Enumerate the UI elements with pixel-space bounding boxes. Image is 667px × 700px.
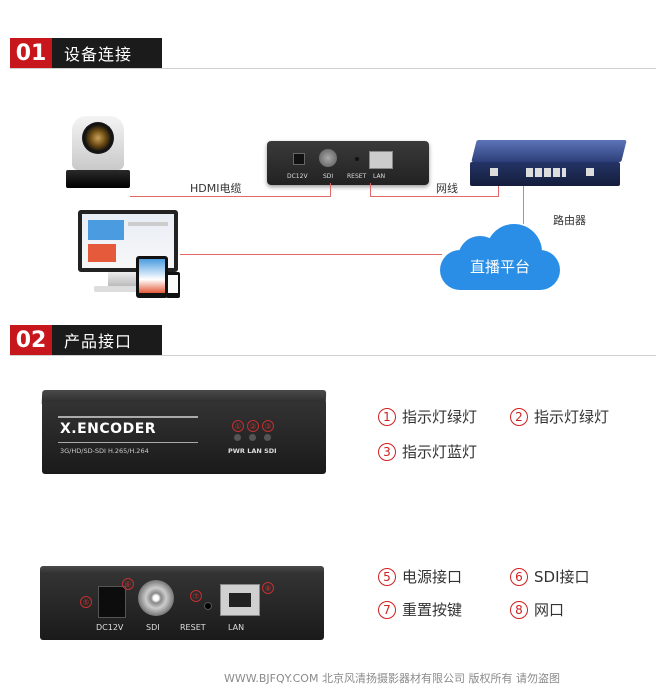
legend-text: 网口 bbox=[534, 601, 565, 619]
legend-number: 1 bbox=[378, 407, 396, 426]
led-number-2: ② bbox=[247, 420, 259, 432]
ptz-camera-image bbox=[66, 112, 130, 192]
lan-port bbox=[220, 584, 260, 616]
sdi-port bbox=[138, 580, 174, 616]
led-number-3: ③ bbox=[262, 420, 274, 432]
port-number-8: ⑧ bbox=[262, 582, 274, 594]
encoder-front-panel: X.ENCODER 3G/HD/SD-SDI H.265/H.264 ① ② ③… bbox=[41, 390, 327, 474]
rear-label-sdi: SDI bbox=[146, 623, 160, 632]
hdmi-cable-label: HDMI电缆 bbox=[190, 182, 242, 195]
legend-text: 指示灯绿灯 bbox=[402, 408, 478, 426]
legend-item-1: 1 指示灯绿灯 bbox=[378, 406, 477, 427]
section-number: 01 bbox=[10, 38, 52, 68]
legend-number: 5 bbox=[378, 567, 396, 586]
port-number-6: ⑥ bbox=[122, 578, 134, 590]
port-label-reset: RESET bbox=[347, 173, 367, 180]
rear-label-reset: RESET bbox=[180, 623, 206, 632]
section-title: 产品接口 bbox=[52, 325, 162, 355]
legend-number: 7 bbox=[378, 600, 396, 619]
front-brand-label: X.ENCODER bbox=[60, 421, 157, 437]
port-number-7: ⑦ bbox=[190, 590, 202, 602]
legend-number: 8 bbox=[510, 600, 528, 619]
encoder-rear-panel: ⑤ ⑥ ⑦ ⑧ DC12V SDI RESET LAN bbox=[40, 566, 324, 640]
hdmi-cable-drop bbox=[330, 183, 331, 197]
encoder-device-image: DC12V SDI RESET LAN bbox=[267, 141, 429, 185]
legend-number: 2 bbox=[510, 407, 528, 426]
led-number-1: ① bbox=[232, 420, 244, 432]
legend-item-8: 8 网口 bbox=[510, 599, 564, 620]
network-cable-label: 网线 bbox=[436, 182, 458, 195]
port-label-lan: LAN bbox=[373, 173, 386, 180]
dc12v-port bbox=[98, 586, 126, 618]
section-header-interfaces: 02 产品接口 bbox=[10, 325, 162, 355]
section-divider bbox=[10, 68, 656, 69]
legend-text: 电源接口 bbox=[402, 568, 463, 586]
legend-number: 3 bbox=[378, 442, 396, 461]
rear-label-dc12v: DC12V bbox=[96, 623, 124, 632]
router-label: 路由器 bbox=[553, 214, 586, 227]
computer-devices-image bbox=[78, 210, 182, 304]
section-header-connection: 01 设备连接 bbox=[10, 38, 162, 68]
legend-text: 重置按键 bbox=[402, 601, 463, 619]
copyright-watermark: WWW.BJFQY.COM 北京风清扬摄影器材有限公司 版权所有 请勿盗图 bbox=[224, 672, 560, 685]
network-cable-drop bbox=[370, 183, 371, 197]
port-number-5: ⑤ bbox=[80, 596, 92, 608]
rear-label-lan: LAN bbox=[228, 623, 245, 632]
network-cable-rise bbox=[498, 184, 499, 197]
legend-item-2: 2 指示灯绿灯 bbox=[510, 406, 609, 427]
cloud-label: 直播平台 bbox=[469, 258, 530, 276]
router-image bbox=[466, 140, 634, 192]
legend-text: 指示灯蓝灯 bbox=[402, 443, 478, 461]
port-label-sdi: SDI bbox=[323, 173, 334, 180]
led-pwr bbox=[234, 434, 241, 441]
live-platform-cloud: 直播平台 bbox=[436, 222, 564, 292]
led-sdi bbox=[264, 434, 271, 441]
legend-text: 指示灯绿灯 bbox=[534, 408, 610, 426]
hdmi-cable bbox=[130, 196, 330, 197]
section-divider bbox=[10, 355, 656, 356]
led-lan bbox=[249, 434, 256, 441]
legend-item-5: 5 电源接口 bbox=[378, 566, 462, 587]
legend-text: SDI接口 bbox=[534, 568, 590, 586]
section-number: 02 bbox=[10, 325, 52, 355]
front-spec-label: 3G/HD/SD-SDI H.265/H.264 bbox=[60, 447, 149, 455]
section-title: 设备连接 bbox=[52, 38, 162, 68]
network-cable bbox=[370, 196, 498, 197]
reset-button bbox=[204, 602, 212, 610]
port-label-dc12v: DC12V bbox=[287, 173, 308, 180]
legend-item-6: 6 SDI接口 bbox=[510, 566, 590, 587]
legend-number: 6 bbox=[510, 567, 528, 586]
computer-cable bbox=[180, 254, 442, 255]
router-to-cloud-link bbox=[523, 186, 524, 224]
legend-item-3: 3 指示灯蓝灯 bbox=[378, 441, 477, 462]
legend-item-7: 7 重置按键 bbox=[378, 599, 462, 620]
led-labels: PWR LAN SDI bbox=[228, 447, 277, 455]
